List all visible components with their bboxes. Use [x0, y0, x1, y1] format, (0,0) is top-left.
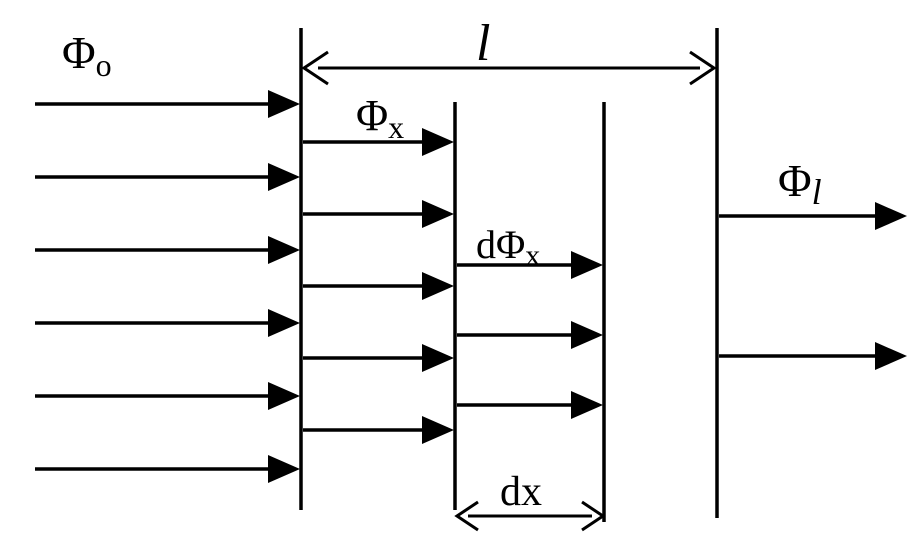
phi-x-label: Φx	[356, 91, 404, 145]
dphi-x-symbol: dΦ	[476, 222, 525, 267]
dx-dimension	[454, 500, 606, 532]
transmitted-flux-arrow	[303, 272, 454, 300]
slab-flux-arrow	[457, 321, 603, 349]
incident-flux-arrow	[35, 163, 300, 191]
phi-0-label: Φo	[62, 27, 112, 83]
incident-flux-arrow	[35, 236, 300, 264]
phi-x-symbol: Φ	[356, 91, 388, 140]
transmitted-flux-arrow	[303, 200, 454, 228]
incident-flux-arrow	[35, 382, 300, 410]
phi-0-symbol: Φ	[62, 27, 96, 78]
exiting-flux-arrow	[719, 342, 907, 370]
length-dimension	[301, 50, 717, 86]
dphi-x-subscript: x	[525, 239, 540, 272]
exiting-flux-arrow	[719, 202, 907, 230]
incident-flux-arrows	[35, 90, 300, 483]
slab-flux-arrow	[457, 251, 603, 279]
dx-label: dx	[500, 469, 542, 515]
phi-x-subscript: x	[388, 109, 404, 145]
transmitted-flux-arrows	[303, 128, 454, 444]
exiting-flux-arrows	[719, 202, 907, 370]
phi-l-symbol: Φ	[778, 155, 812, 206]
slab-flux-arrow	[457, 391, 603, 419]
phi-0-subscript: o	[96, 47, 112, 83]
transmitted-flux-arrow	[303, 416, 454, 444]
incident-flux-arrow	[35, 309, 300, 337]
transmitted-flux-arrow	[303, 128, 454, 156]
phi-l-subscript: l	[812, 172, 822, 212]
phi-l-label: Φl	[778, 155, 822, 212]
incident-flux-arrow	[35, 455, 300, 483]
length-label: l	[476, 15, 490, 72]
incident-flux-arrow	[35, 90, 300, 118]
transmitted-flux-arrow	[303, 344, 454, 372]
slab-flux-arrows	[457, 251, 603, 419]
dphi-x-label: dΦx	[476, 222, 540, 272]
